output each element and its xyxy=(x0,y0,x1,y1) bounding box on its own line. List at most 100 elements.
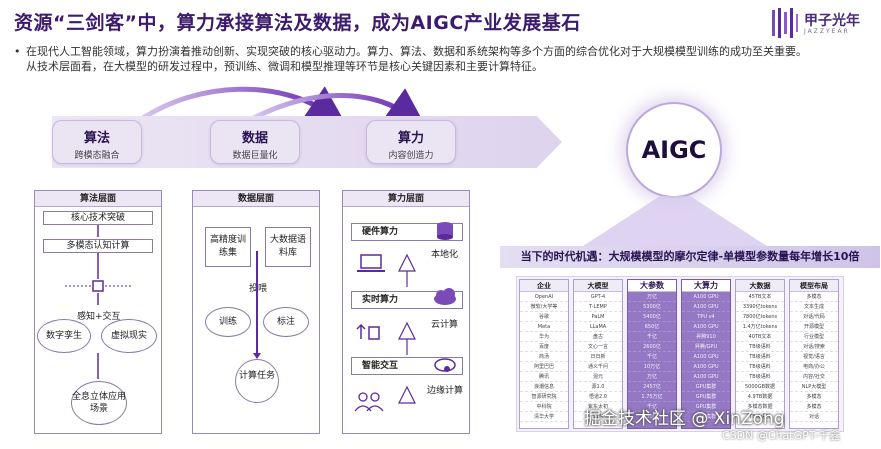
table-header-compute: 大算力 xyxy=(682,280,730,292)
algo-panel: 算法层面 核心技术突破 多模态认知计算 感知+交互 数字孪生 虚拟现实 全息立体… xyxy=(34,190,162,434)
arrow-algo-to-compute xyxy=(138,86,347,124)
table-cell: 多模态数据 xyxy=(736,402,784,412)
algo-twin: 数字孪生 xyxy=(37,319,91,353)
table-cell: 1.4万亿tokens xyxy=(736,322,784,332)
table-cell: 1.75万亿 xyxy=(628,392,676,402)
table-cell: TB级语料 xyxy=(736,352,784,362)
table-cell: LLaMA xyxy=(574,322,622,332)
data-feed-label: 投喂 xyxy=(249,284,268,294)
algo-multimodal: 多模态认知计算 xyxy=(43,239,153,253)
table-cell: 3390亿tokens xyxy=(736,302,784,312)
algo-panel-header: 算法层面 xyxy=(35,191,161,207)
table-cell: 多模态 xyxy=(790,392,838,402)
aigc-funnel xyxy=(580,196,770,248)
compute-hw: 硬件算力 xyxy=(351,223,463,241)
database-icon xyxy=(437,222,453,240)
algo-sense: 感知+交互 xyxy=(77,312,121,322)
flow-arrows xyxy=(138,86,427,124)
cloud-sync-icon xyxy=(434,358,456,372)
table-cell: PaLM xyxy=(574,312,622,322)
table-cell: 源1.0 xyxy=(574,382,622,392)
compute-cloud: 云计算 xyxy=(431,320,459,330)
table-cell: GPU集群 xyxy=(682,392,730,402)
table-cell: 2457亿 xyxy=(628,382,676,392)
data-train: 训练 xyxy=(205,307,251,337)
compute-rt-label: 实时算力 xyxy=(362,295,399,305)
table-header-layout: 模型布局 xyxy=(790,280,838,292)
table-cell: TPU v4 xyxy=(682,312,730,322)
warning-triangle-icon xyxy=(398,321,416,355)
algo-connectors xyxy=(65,225,131,379)
table-cell: 谷歌 xyxy=(520,312,568,322)
link-triangle-icon xyxy=(398,385,416,404)
table-cell: GPT-4 xyxy=(574,292,622,302)
flow-algo: 算法 跨模态融合 xyxy=(52,120,142,164)
flow-algo-title: 算法 xyxy=(83,131,110,146)
table-col-layout: 模型布局 多模态文本生成对话/代码开源模型行业模型对话/搜索视觉/语言电商/办公… xyxy=(789,279,839,429)
flow-data-title: 数据 xyxy=(241,131,268,146)
table-cell: 对话/代码 xyxy=(790,312,838,322)
arrow-data-to-compute xyxy=(248,88,427,124)
table-cell: OpenAI xyxy=(520,292,568,302)
compute-smart-label: 智能交互 xyxy=(362,361,399,371)
table-cell: 昇腾910 xyxy=(682,332,730,342)
brand-logo-icon xyxy=(772,8,798,38)
intro-line-2: 从技术层面看，在大模型的研发过程中，预训练、微调和模型推理等环节是核心关键因素和… xyxy=(26,60,543,73)
flow-algo-sub: 跨模态融合 xyxy=(74,151,120,161)
flow-compute-sub: 内容创造力 xyxy=(388,151,434,161)
table-cell: A100 GPU xyxy=(682,352,730,362)
table-cell: 智源研究院 xyxy=(520,392,568,402)
table-cell: A100 GPU xyxy=(682,292,730,302)
table-cell: TB级语料 xyxy=(736,412,784,422)
table-cell: 万亿 xyxy=(628,292,676,302)
watermark-sub: CSDN @ChatGPT-千鑫 xyxy=(722,429,841,442)
page-title: 资源“三剑客”中，算力承接算法及数据，成为AIGC产业发展基石 xyxy=(14,12,581,34)
table-cell: 文本生成 xyxy=(790,302,838,312)
era-banner: 当下的时代机遇：大规模模型的摩尔定律-单模型参数量每年增长10倍 xyxy=(500,246,880,268)
cloud-icon xyxy=(434,288,456,305)
table-cell: 昇腾/GPU xyxy=(682,342,730,352)
flow-data: 数据 数据巨量化 xyxy=(210,120,300,164)
data-task: 计算任务 xyxy=(235,359,279,403)
table-cell: 40TB文本 xyxy=(736,332,784,342)
table-cell: 华为 xyxy=(520,332,568,342)
table-cell: NLP大模型 xyxy=(790,382,838,392)
intro-line-1: 在现代人工智能领域，算力扮演着推动创新、实现突破的核心驱动力。算力、算法、数据和… xyxy=(26,45,807,58)
table-cell: TB级语料 xyxy=(736,372,784,382)
data-hq-trainset: 高精度训练集 xyxy=(205,227,251,267)
flow-compute: 算力 内容创造力 xyxy=(366,120,456,164)
table-cell: A100 GPU xyxy=(682,362,730,372)
table-cell: A100 GPU xyxy=(682,322,730,332)
table-cell: 中科院 xyxy=(520,402,568,412)
table-cell: GPU集群 xyxy=(682,402,730,412)
table-cell: GPU集群 xyxy=(682,382,730,392)
table-cell: 盘古 xyxy=(574,332,622,342)
table-cell: 悟道2.0 xyxy=(574,392,622,402)
table-cell: 5400亿 xyxy=(628,312,676,322)
table-header-params: 大参数 xyxy=(628,280,676,292)
compute-local: 本地化 xyxy=(431,250,459,260)
table-cell: 10万亿 xyxy=(628,362,676,372)
algo-core: 核心技术突破 xyxy=(43,211,153,225)
table-cell: 千亿 xyxy=(628,352,676,362)
brand-name: 甲子光年 xyxy=(804,13,860,29)
table-cell: T-LEMP xyxy=(574,302,622,312)
table-cell: Meta xyxy=(520,322,568,332)
table-cell: 浪潮信息 xyxy=(520,382,568,392)
table-cell: 45TB文本 xyxy=(736,292,784,302)
laptop-icon xyxy=(357,254,385,272)
table-cell: TB级语料 xyxy=(736,342,784,352)
compute-icons xyxy=(354,222,456,412)
table-cell: GPU集群 xyxy=(682,412,730,422)
compute-rt: 实时算力 xyxy=(351,291,463,309)
data-bigdata-corpus: 大数据语料库 xyxy=(265,227,311,267)
compute-smart: 智能交互 xyxy=(351,357,463,375)
data-connectors xyxy=(253,251,261,359)
table-cell: 千亿 xyxy=(628,402,676,412)
intro-text: • 在现代人工智能领域，算力扮演着推动创新、实现突破的核心驱动力。算力、算法、数… xyxy=(14,44,846,74)
